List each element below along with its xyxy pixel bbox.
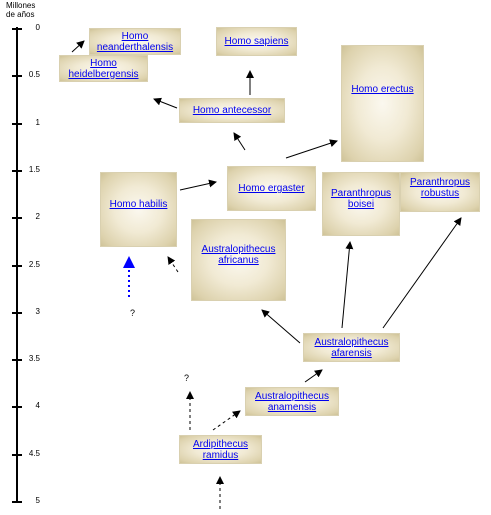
arrow-ergaster-to-erectus xyxy=(285,139,338,159)
arrow-anamensis-to-afarensis xyxy=(304,369,323,383)
axis-tick xyxy=(12,359,22,361)
box-homo-ergaster: Homo ergaster xyxy=(227,166,316,211)
link-homo-antecessor[interactable]: Homo antecessor xyxy=(192,105,272,116)
axis-title-line2: de años xyxy=(6,10,35,19)
axis-tick xyxy=(12,217,22,219)
axis-tick-label: 1.5 xyxy=(28,165,40,174)
box-homo-habilis: Homo habilis xyxy=(100,172,177,247)
unknown-ancestor-ramidus: ? xyxy=(184,373,190,383)
axis-tick-label: 3 xyxy=(35,307,40,316)
axis-tick-label: 3.5 xyxy=(28,354,40,363)
axis-tick-label: 0.5 xyxy=(28,70,40,79)
axis-tick xyxy=(12,312,22,314)
axis-tick-label: 1 xyxy=(35,118,40,127)
axis-tick xyxy=(12,265,22,267)
axis-tick xyxy=(12,75,22,77)
axis-tick-label: 5 xyxy=(35,496,40,505)
axis-tick xyxy=(12,454,22,456)
axis-tick xyxy=(12,501,22,503)
axis-tick-label: 2 xyxy=(35,212,40,221)
arrow-afarensis-to-robustus xyxy=(382,217,462,329)
arrow-ergaster-to-antecessor xyxy=(233,132,246,151)
arrow-afarensis-to-boisei xyxy=(341,241,354,329)
box-homo-antecessor: Homo antecessor xyxy=(179,98,285,123)
link-homo-sapiens[interactable]: Homo sapiens xyxy=(224,36,289,47)
axis-title: Millones de años xyxy=(6,1,35,19)
box-homo-sapiens: Homo sapiens xyxy=(216,27,297,56)
axis-tick-label: 4.5 xyxy=(28,449,40,458)
unknown-ancestor-habilis: ? xyxy=(130,308,136,318)
axis-tick-label: 2.5 xyxy=(28,260,40,269)
axis-tick-label: 0 xyxy=(35,23,40,32)
axis-tick xyxy=(12,28,22,30)
box-homo-erectus: Homo erectus xyxy=(341,45,424,162)
axis-tick xyxy=(12,170,22,172)
time-axis xyxy=(16,27,18,501)
arrow-ramidus-to-anamensis xyxy=(212,410,241,431)
link-homo-habilis[interactable]: Homo habilis xyxy=(109,199,168,210)
arrow-antecessor-to-heidelbergensis xyxy=(153,97,178,109)
link-homo-erectus[interactable]: Homo erectus xyxy=(351,84,414,95)
axis-title-line1: Millones xyxy=(6,1,36,10)
link-homo-ergaster[interactable]: Homo ergaster xyxy=(238,183,305,194)
arrow-africanus-to-habilis xyxy=(167,256,179,273)
arrow-heidelbergensis-to-neanderthalensis xyxy=(71,40,85,53)
axis-tick xyxy=(12,123,22,125)
arrow-afarensis-to-africanus xyxy=(261,309,301,344)
arrow-habilis-to-ergaster xyxy=(179,179,217,191)
axis-tick-label: 4 xyxy=(35,401,40,410)
axis-tick xyxy=(12,406,22,408)
